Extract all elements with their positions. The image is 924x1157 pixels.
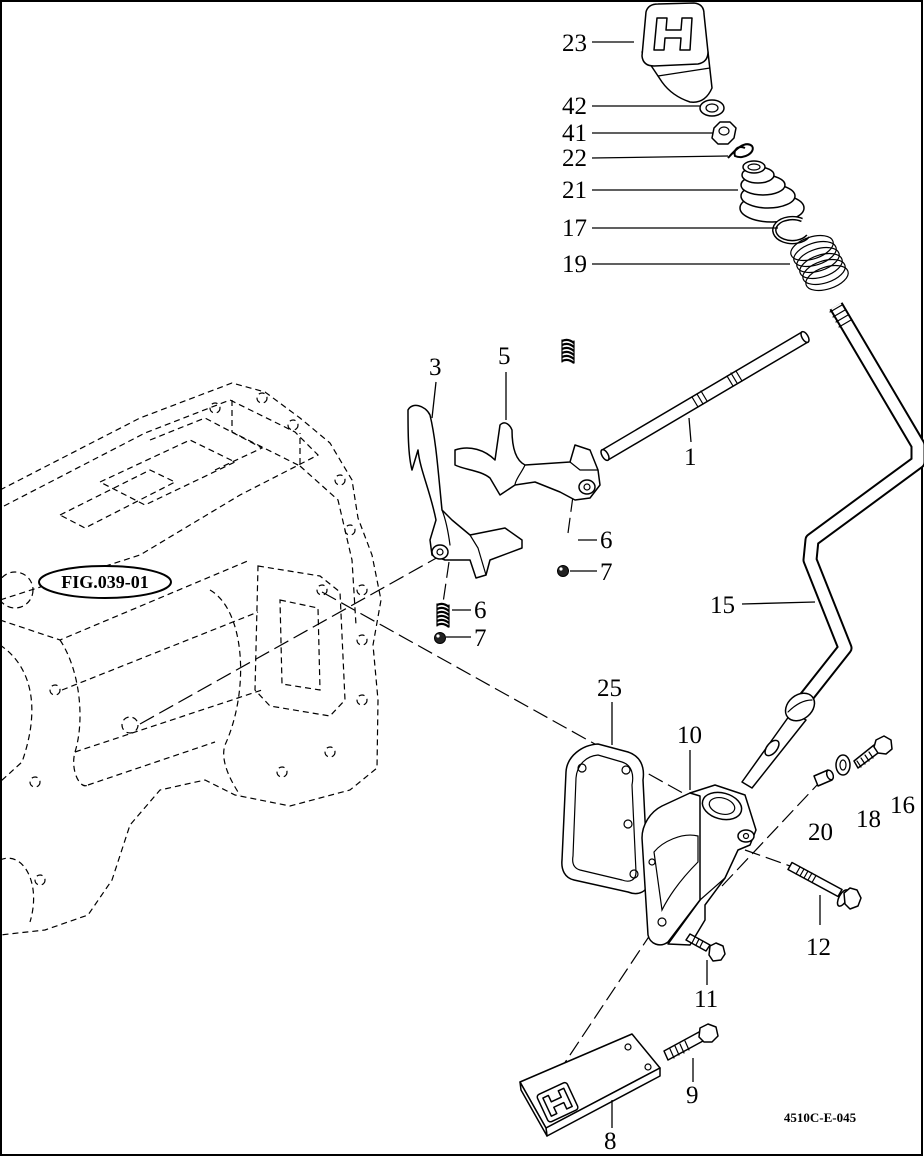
- transmission-housing-outline: [0, 382, 382, 936]
- callout-1: 1: [684, 444, 697, 471]
- callout-5: 5: [498, 343, 511, 370]
- callout-12: 12: [806, 934, 831, 961]
- detent-spring-6-lower: [436, 602, 450, 628]
- callout-15: 15: [710, 592, 735, 619]
- callout-6-upper: 6: [600, 527, 613, 554]
- shift-fork-3: [407, 404, 523, 579]
- callout-25: 25: [597, 675, 622, 702]
- callout-6-lower: 6: [474, 597, 487, 624]
- washer-42: [699, 99, 725, 117]
- detent-ball-7-lower: [434, 632, 446, 644]
- callout-labels: 23 42 41 22 21 17 19 3 5 1 6 7 6 7 15 25…: [429, 30, 915, 1155]
- figure-reference-badge: FIG.039-01: [38, 565, 172, 599]
- shift-knob-23: [641, 2, 713, 103]
- callout-7-upper: 7: [600, 559, 613, 586]
- figure-reference-label: FIG.039-01: [61, 572, 149, 592]
- callout-18: 18: [856, 806, 881, 833]
- callout-22: 22: [562, 145, 587, 172]
- shift-lever-15: [741, 302, 924, 789]
- detent-ball-7-upper: [557, 565, 569, 577]
- callout-11: 11: [694, 986, 718, 1013]
- shift-fork-5: [454, 422, 601, 501]
- bolt-11: [685, 933, 726, 962]
- snap-ring-17: [772, 215, 810, 245]
- callout-23: 23: [562, 30, 587, 57]
- clip-22: [727, 143, 754, 159]
- washer-18: [835, 754, 851, 776]
- callout-42: 42: [562, 93, 587, 120]
- callout-41: 41: [562, 120, 587, 147]
- callout-16: 16: [890, 792, 915, 819]
- gasket-25: [561, 743, 649, 895]
- h-logo-icon: [542, 1087, 573, 1117]
- callout-10: 10: [677, 722, 702, 749]
- spring-19: [790, 234, 849, 292]
- plate-8: [519, 1033, 661, 1137]
- bolt-12: [787, 861, 862, 910]
- callout-20: 20: [808, 819, 833, 846]
- callout-17: 17: [562, 215, 587, 242]
- shift-rail-1: [600, 330, 810, 462]
- boot-21: [739, 160, 805, 223]
- shift-cover-10: [641, 784, 757, 946]
- callout-19: 19: [562, 251, 587, 278]
- callout-3: 3: [429, 354, 442, 381]
- bolt-9: [663, 1023, 719, 1061]
- detent-spring-6-upper: [561, 338, 575, 364]
- callout-21: 21: [562, 177, 587, 204]
- callout-9: 9: [686, 1082, 699, 1109]
- leader-lines: [431, 41, 821, 1128]
- drawing-code: 4510C-E-045: [784, 1110, 857, 1125]
- callout-7-lower: 7: [474, 625, 487, 652]
- bolt-16: [853, 735, 893, 769]
- pin-20: [813, 769, 835, 787]
- nut-41: [711, 121, 737, 145]
- callout-8: 8: [604, 1128, 617, 1155]
- h-logo-icon: [653, 17, 693, 51]
